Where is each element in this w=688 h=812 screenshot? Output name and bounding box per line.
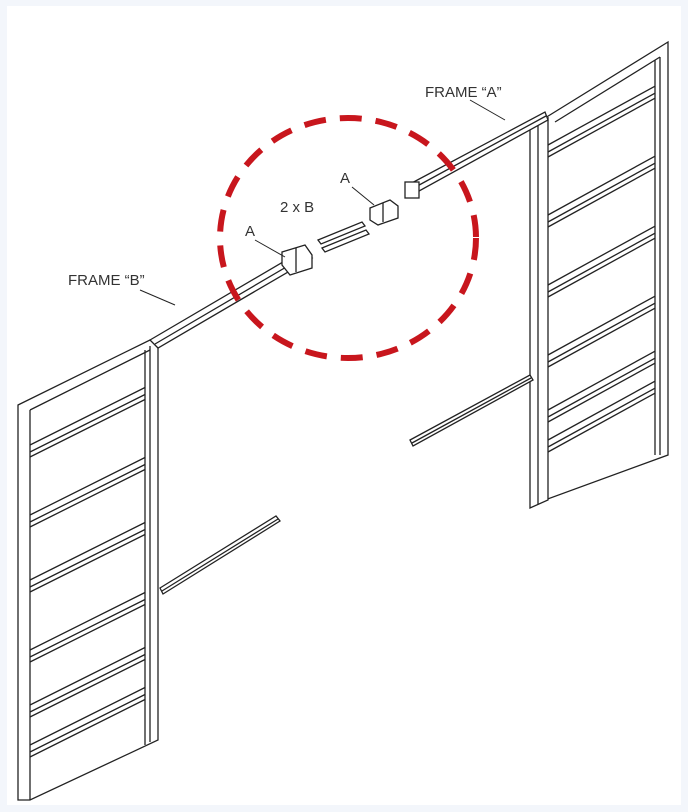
cross-member [547,162,656,223]
cross-member [547,362,656,423]
cross-member [29,598,146,658]
connector-a-right [369,199,399,226]
label-frame-a: FRAME “A” [425,84,502,101]
frame-b [17,251,314,801]
cross-member [547,392,656,453]
cross-member [547,225,656,286]
cross-member [547,232,656,293]
cross-member [547,387,656,448]
label-part-a-top: A [340,170,350,187]
cross-member [29,468,146,528]
label-frame-b: FRAME “B” [68,272,145,289]
cross-member [547,92,656,153]
cross-member [29,528,146,588]
cross-member [547,97,656,158]
connector-b-plates [316,221,371,253]
cross-member [547,307,656,368]
cross-member [547,302,656,363]
highlight-circle [217,115,479,361]
cross-member [29,533,146,593]
cross-member [29,686,146,746]
frame-a [404,40,669,510]
connector-a-left [281,244,313,276]
cross-member [29,393,146,453]
cross-member [29,653,146,713]
cross-member [29,603,146,663]
cross-member [547,167,656,228]
cross-member [29,398,146,458]
cross-member [547,295,656,356]
cross-member [29,463,146,523]
cross-member [547,350,656,411]
cross-member [29,646,146,706]
cross-member [547,380,656,441]
cross-member [547,155,656,216]
cross-member [547,85,656,146]
cross-member [29,658,146,718]
cross-member [547,237,656,298]
cross-member [29,521,146,581]
cross-member [29,591,146,651]
cross-member [29,698,146,758]
cross-member [29,693,146,753]
cross-member [547,357,656,418]
label-part-b: 2 x B [280,199,314,216]
cross-member [29,386,146,446]
label-part-a-left: A [245,223,255,240]
cross-member [29,456,146,516]
